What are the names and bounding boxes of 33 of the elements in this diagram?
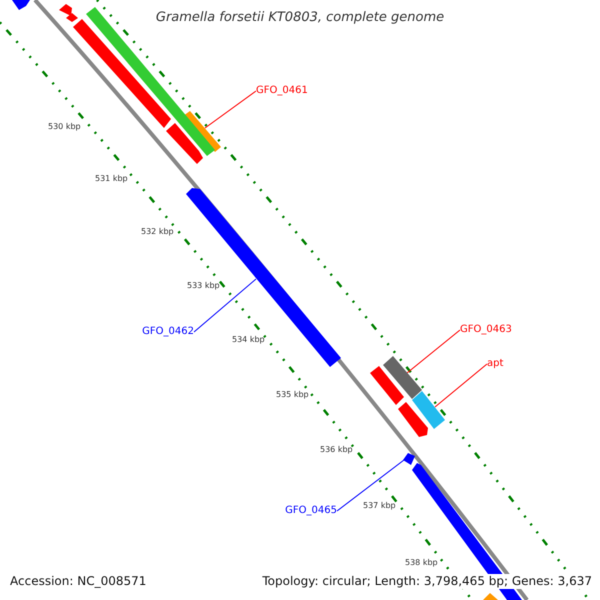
gene-bar	[166, 123, 203, 164]
tick-label: 536 kbp	[320, 445, 353, 455]
leader-line	[336, 460, 404, 512]
tick-label: 535 kbp	[276, 390, 309, 400]
leader-line	[406, 330, 460, 374]
gene-label: GFO_0465	[285, 504, 337, 518]
gene-bar	[66, 13, 78, 22]
leader-line	[194, 278, 256, 332]
gene-bar	[483, 593, 498, 600]
gene-bar	[383, 356, 422, 399]
tick-label: 534 kbp	[232, 335, 265, 345]
title: Gramella forsetii KT0803, complete genome	[154, 9, 446, 27]
gene-label: apt	[487, 357, 504, 371]
footer-text: Topology: circular; Length: 3,798,465 bp; Genes: 3,637	[262, 574, 592, 589]
gene-bar	[412, 391, 445, 429]
tick-label: 531 kbp	[95, 174, 128, 184]
tick-label: 537 kbp	[363, 501, 396, 511]
gene-label: GFO_0463	[460, 323, 512, 337]
tick-label: 530 kbp	[48, 122, 81, 132]
gene-bar	[86, 7, 215, 156]
leader-line	[434, 364, 488, 408]
footer-text: Accession: NC_008571	[10, 574, 146, 589]
gene-bar	[12, 0, 30, 10]
tick-label: 533 kbp	[187, 281, 220, 291]
tick-label: 532 kbp	[141, 227, 174, 237]
leader-line	[204, 90, 256, 128]
gene-bar	[398, 402, 428, 437]
gene-bar	[403, 453, 415, 465]
tick-label: 538 kbp	[405, 558, 438, 568]
gene-label: GFO_0462	[142, 325, 194, 339]
gene-bar	[59, 4, 72, 16]
gene-bar	[370, 366, 404, 405]
gene-label: GFO_0461	[256, 84, 308, 98]
